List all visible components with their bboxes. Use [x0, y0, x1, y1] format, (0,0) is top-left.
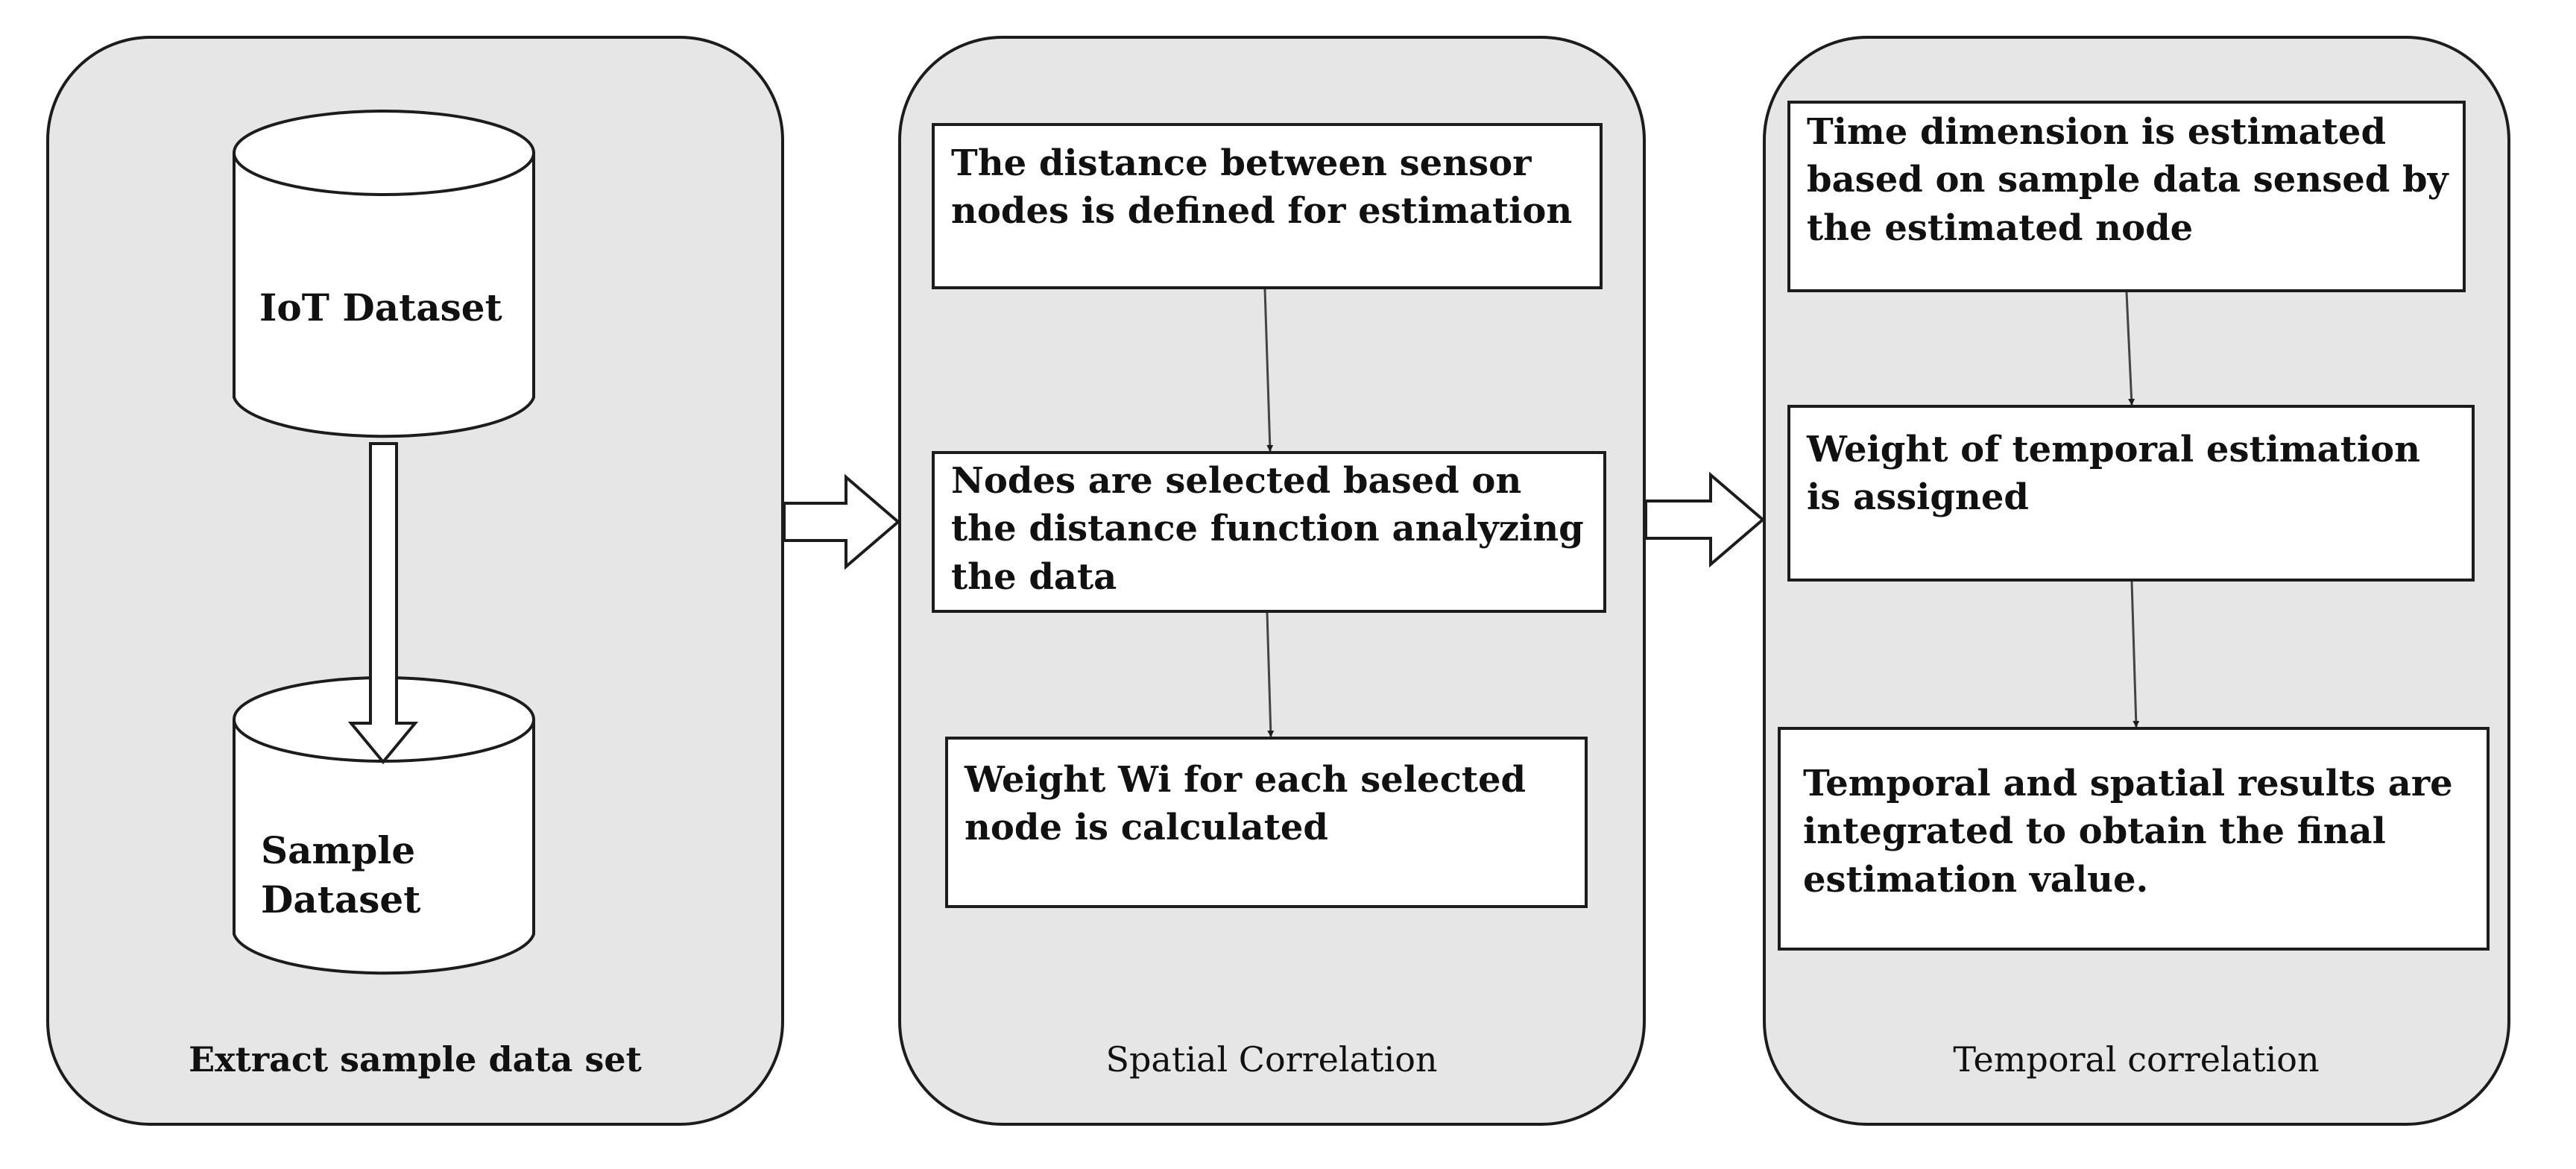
step-box-temporal-1: Time dimension is estimated based on sam…	[1787, 101, 2466, 292]
step-box-spatial-3: Weight Wi for each selected node is calc…	[945, 737, 1588, 908]
stage-label-temporal: Temporal correlation	[1953, 1039, 2320, 1080]
cylinder-label-line-1: Sample	[261, 828, 416, 872]
step-box-temporal-3: Temporal and spatial results are integra…	[1778, 727, 2490, 951]
block-arrow-stage2-to-stage3	[1644, 471, 1766, 568]
stage-label-spatial: Spatial Correlation	[1105, 1039, 1438, 1080]
block-arrow-stage1-to-stage2	[783, 473, 901, 570]
step-box-spatial-1: The distance between sensor nodes is def…	[932, 123, 1603, 289]
cylinder-label-line-2: Dataset	[261, 877, 421, 921]
stage-label-extract: Extract sample data set	[189, 1039, 642, 1080]
cylinder-label-iot-dataset: IoT Dataset	[259, 286, 502, 330]
cylinder-label-sample-dataset: Sample Dataset	[261, 826, 420, 924]
step-box-spatial-2: Nodes are selected based on the distance…	[932, 451, 1606, 613]
cylinder-iot-dataset	[233, 110, 535, 438]
step-box-temporal-2: Weight of temporal estimation is assigne…	[1787, 405, 2475, 582]
